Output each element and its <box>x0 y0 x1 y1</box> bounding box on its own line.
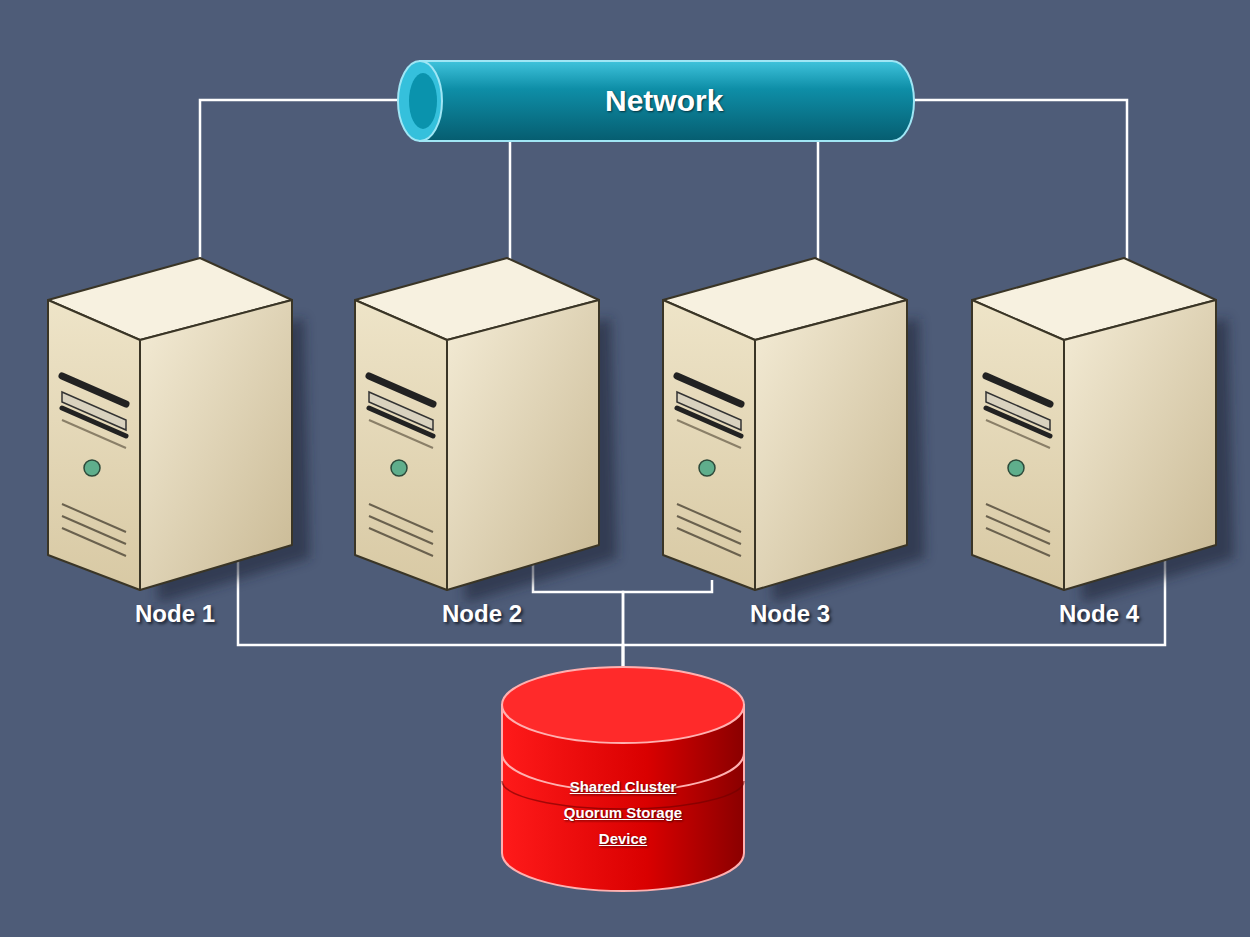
connector-line <box>913 100 1127 259</box>
connector-line <box>509 142 512 259</box>
server-side <box>755 300 907 590</box>
node-label: Node 2 <box>355 600 601 628</box>
power-led <box>391 460 407 476</box>
server-front <box>48 300 140 590</box>
server-node: Node 2 <box>355 258 601 640</box>
server-side <box>140 300 292 590</box>
power-led <box>699 460 715 476</box>
server-node: Node 4 <box>972 258 1218 640</box>
server-side <box>1064 300 1216 590</box>
power-led <box>1008 460 1024 476</box>
network-bus: Network <box>398 60 914 142</box>
server-front <box>663 300 755 590</box>
connector-line <box>200 100 420 259</box>
storage-device: Shared Cluster Quorum Storage Device <box>500 665 746 893</box>
network-label: Network <box>605 84 723 118</box>
storage-label: Shared Cluster Quorum Storage Device <box>548 774 698 852</box>
server-illustration <box>48 258 294 640</box>
connector-line <box>817 142 820 259</box>
server-illustration <box>663 258 909 640</box>
node-label: Node 1 <box>48 600 294 628</box>
server-illustration <box>355 258 601 640</box>
server-node: Node 1 <box>48 258 294 640</box>
power-led <box>84 460 100 476</box>
server-illustration <box>972 258 1218 640</box>
server-node: Node 3 <box>663 258 909 640</box>
server-side <box>447 300 599 590</box>
node-label: Node 3 <box>663 600 909 628</box>
server-front <box>355 300 447 590</box>
node-label: Node 4 <box>972 600 1218 628</box>
server-front <box>972 300 1064 590</box>
